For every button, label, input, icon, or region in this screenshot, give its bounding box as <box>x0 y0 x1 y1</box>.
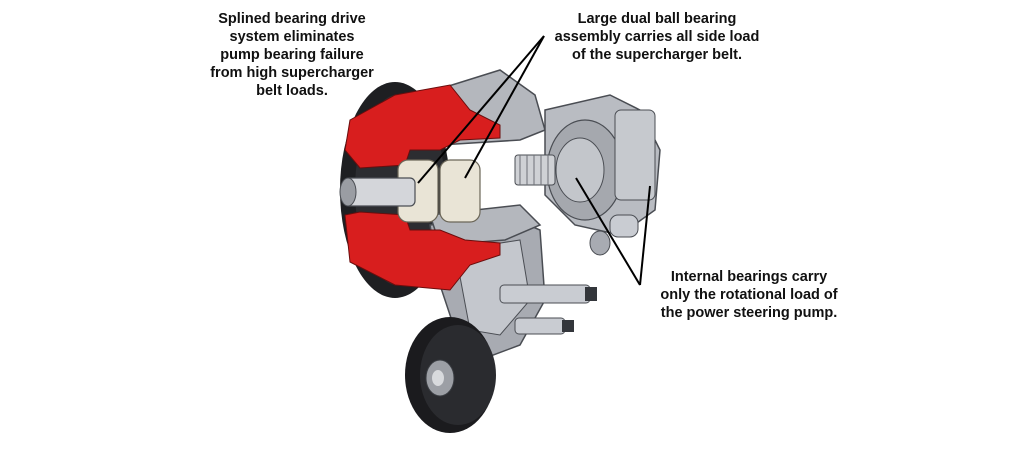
annotation-line: only the rotational load of <box>660 287 838 303</box>
annotation-line: Large dual ball bearing <box>577 11 737 27</box>
idler-pulley <box>405 317 496 433</box>
annotation-line: Internal bearings carry <box>670 269 828 285</box>
splined-bearing-annotation: Splined bearing drive system eliminates … <box>196 10 388 100</box>
annotation-line: of the supercharger belt. <box>571 47 742 63</box>
annotation-line: assembly carries all side load <box>554 29 760 45</box>
dual-ball-bearing-annotation: Large dual ball bearing assembly carries… <box>536 10 778 64</box>
dual-ball-bearing <box>397 159 481 223</box>
cutaway-section <box>344 84 501 291</box>
internal-bearings-annotation: Internal bearings carry only the rotatio… <box>644 268 854 322</box>
annotation-line: belt loads. <box>256 83 328 99</box>
annotation-line: the power steering pump. <box>660 305 838 321</box>
leader-lines <box>417 35 651 286</box>
power-steering-pump <box>514 94 661 256</box>
splined-shaft <box>339 177 416 207</box>
annotation-line: Splined bearing drive <box>218 11 366 27</box>
annotation-line: system eliminates <box>229 29 355 45</box>
annotation-line: pump bearing failure <box>220 47 364 63</box>
annotation-line: from high supercharger <box>210 65 374 81</box>
